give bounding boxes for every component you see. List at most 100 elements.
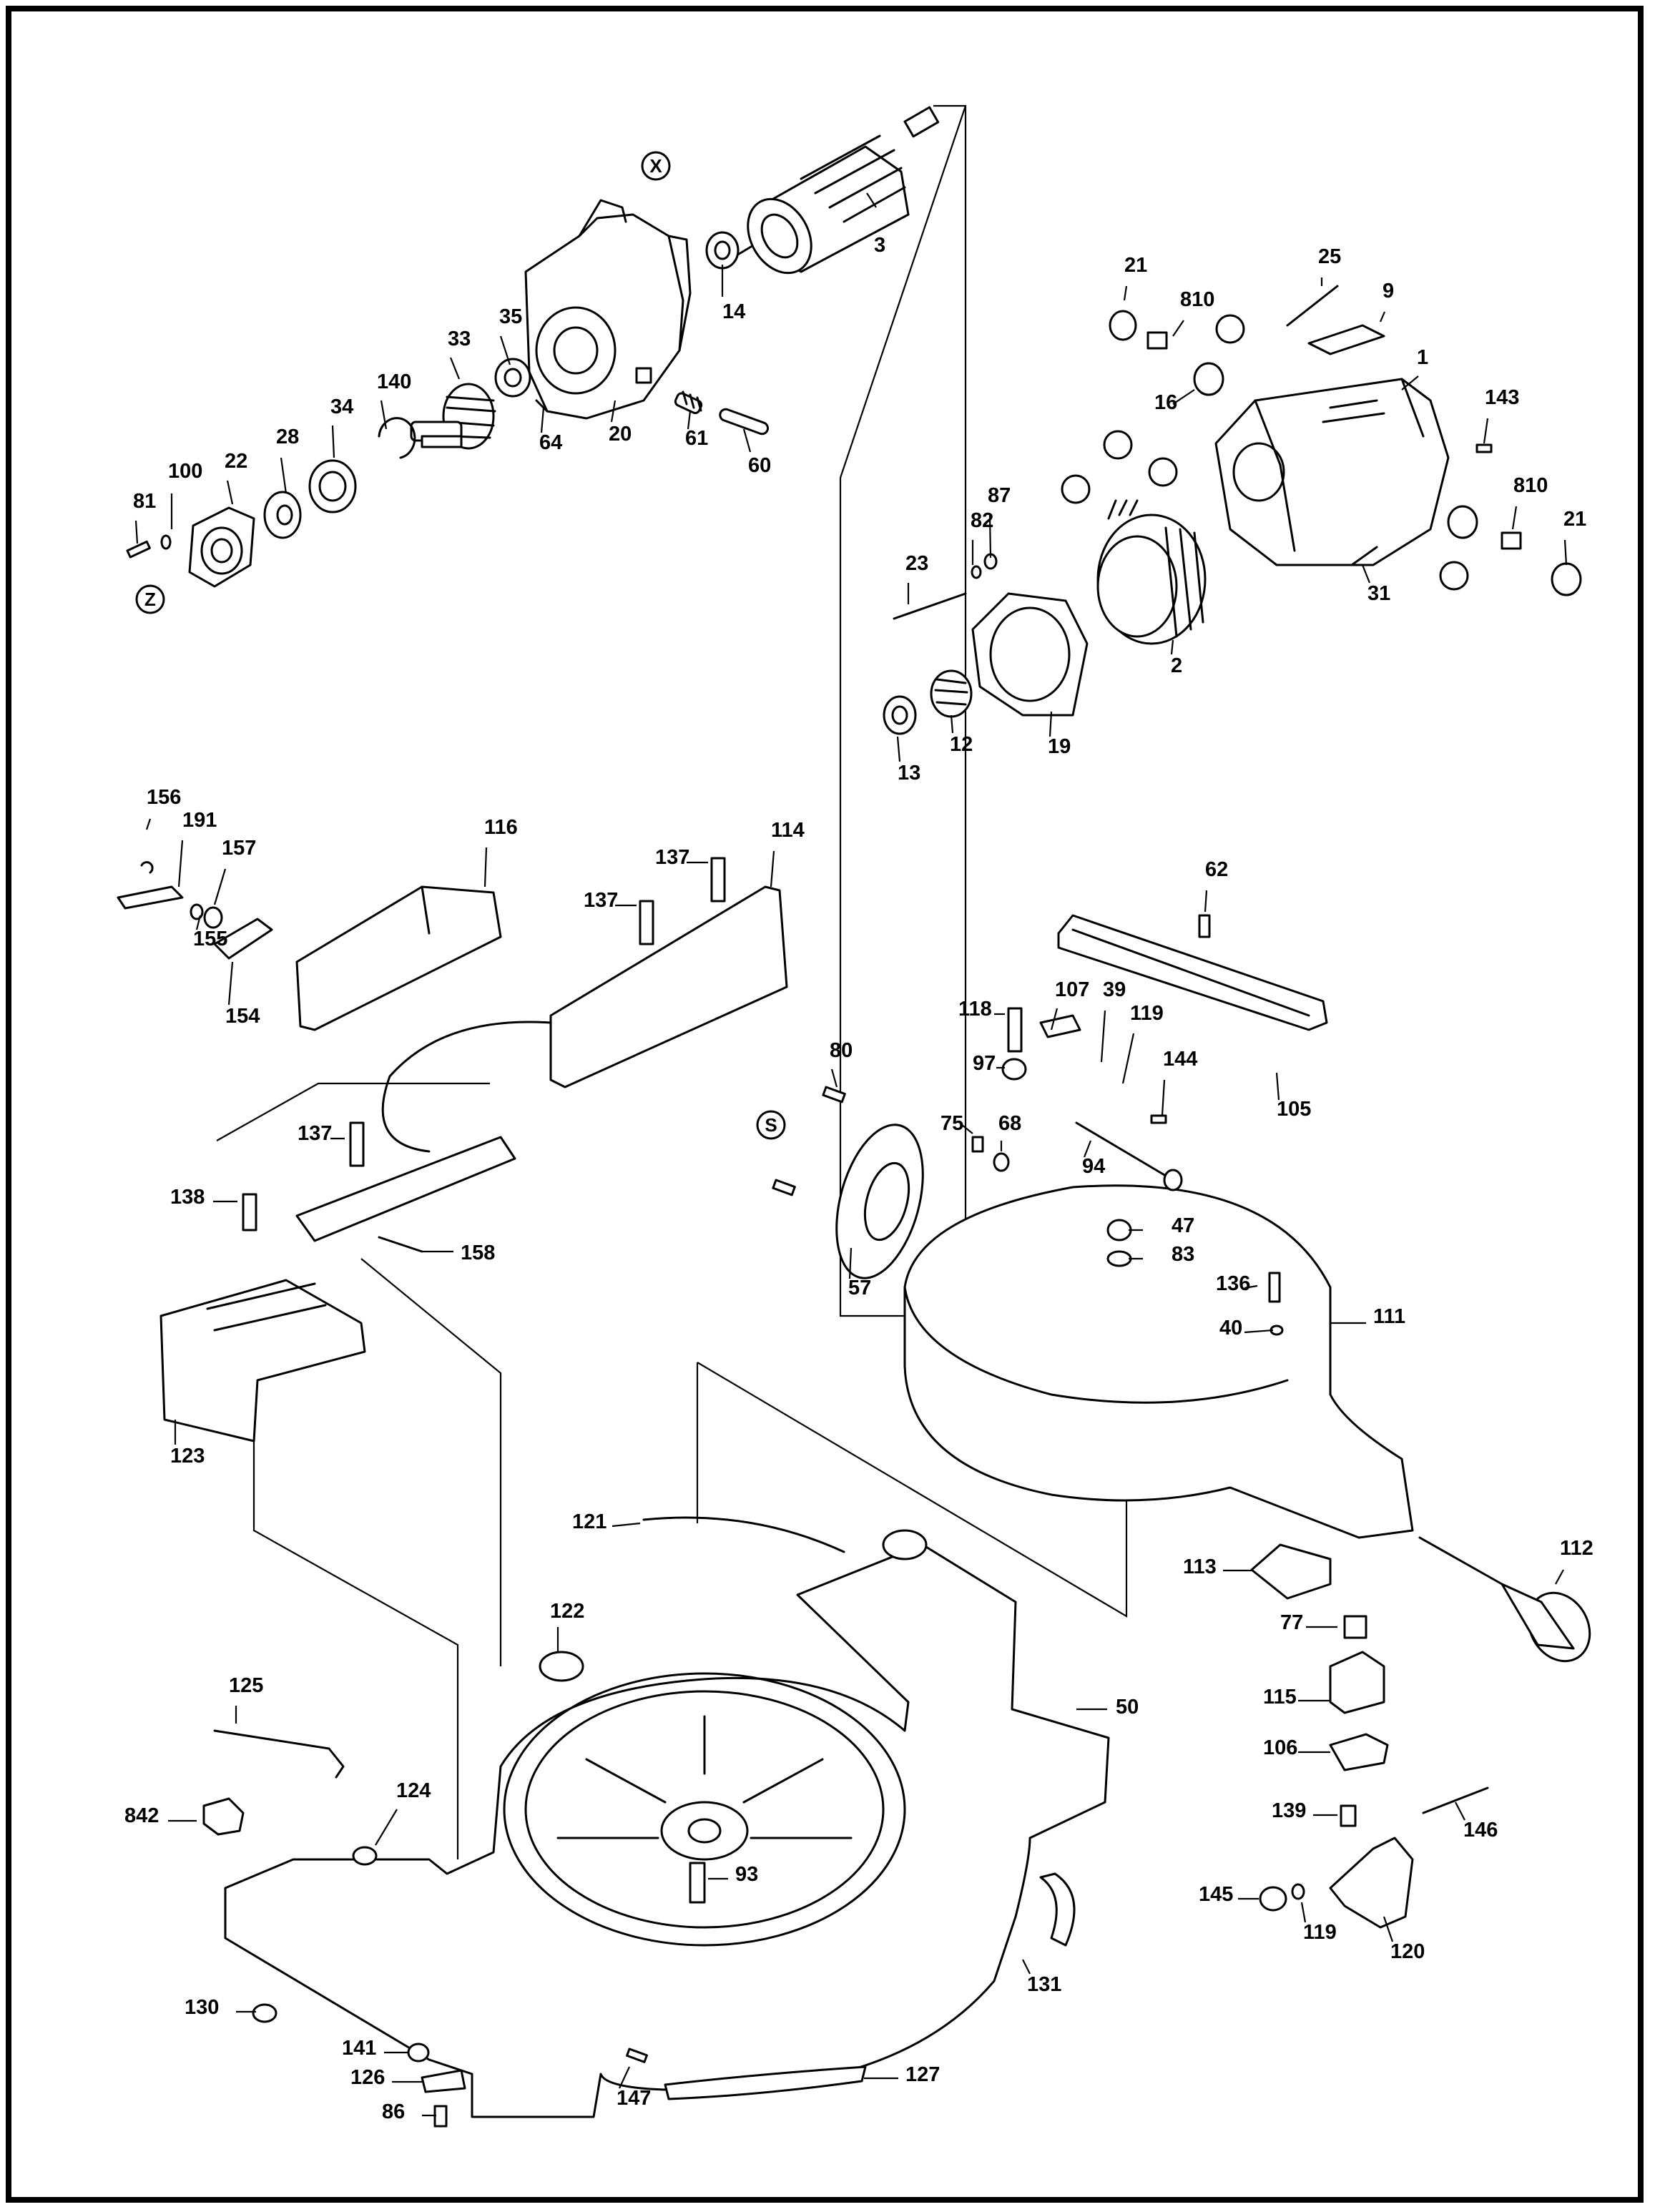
part-label-p127[interactable]: 127 [905, 2063, 940, 2086]
part-label-p156[interactable]: 156 [147, 786, 181, 809]
part-label-p158[interactable]: 158 [461, 1242, 495, 1264]
part-label-p112[interactable]: 112 [1560, 1537, 1593, 1560]
part-label-p146[interactable]: 146 [1463, 1819, 1498, 1842]
part-label-p80[interactable]: 80 [830, 1039, 853, 1062]
part-label-p130[interactable]: 130 [185, 1996, 219, 2019]
part-label-p21b[interactable]: 21 [1563, 508, 1586, 531]
part-label-p100[interactable]: 100 [168, 460, 202, 483]
part-label-p115[interactable]: 115 [1263, 1686, 1297, 1709]
part-label-p157[interactable]: 157 [222, 837, 256, 860]
part-label-p113[interactable]: 113 [1183, 1555, 1217, 1578]
marker-mS[interactable]: S [756, 1110, 786, 1140]
part-label-p33[interactable]: 33 [448, 328, 471, 350]
leader-line-p143 [1483, 418, 1489, 444]
part-label-p114[interactable]: 114 [771, 819, 805, 842]
part-label-p97[interactable]: 97 [973, 1052, 996, 1075]
part-label-p136[interactable]: 136 [1216, 1272, 1250, 1295]
part-label-p21a[interactable]: 21 [1124, 254, 1147, 277]
part-label-p23[interactable]: 23 [905, 552, 928, 575]
part-label-p83[interactable]: 83 [1172, 1243, 1194, 1266]
marker-mY[interactable]: Y [1148, 457, 1178, 487]
part-label-p62[interactable]: 62 [1205, 858, 1228, 881]
part-label-p126[interactable]: 126 [350, 2066, 385, 2089]
marker-mB[interactable]: B [1061, 474, 1091, 504]
part-label-p116[interactable]: 116 [484, 816, 518, 839]
marker-mG[interactable]: G [1103, 430, 1133, 460]
part-label-p138[interactable]: 138 [170, 1186, 205, 1209]
part-label-p35[interactable]: 35 [499, 305, 522, 328]
part-label-p82[interactable]: 82 [971, 509, 993, 532]
part-label-p105[interactable]: 105 [1277, 1098, 1311, 1121]
part-label-p118[interactable]: 118 [958, 998, 992, 1021]
part-label-p137b[interactable]: 137 [584, 889, 618, 912]
part-label-p19[interactable]: 19 [1048, 735, 1071, 758]
part-label-p47[interactable]: 47 [1172, 1214, 1194, 1237]
part-label-p57[interactable]: 57 [848, 1277, 871, 1299]
part-label-p140[interactable]: 140 [377, 370, 411, 393]
part-label-p12[interactable]: 12 [950, 733, 973, 756]
part-label-p50[interactable]: 50 [1116, 1696, 1139, 1719]
part-label-p13[interactable]: 13 [898, 762, 920, 785]
part-label-p40[interactable]: 40 [1219, 1317, 1242, 1340]
part-label-p124[interactable]: 124 [396, 1779, 431, 1802]
part-label-p2[interactable]: 2 [1171, 654, 1182, 677]
part-label-p147[interactable]: 147 [617, 2087, 651, 2110]
marker-text-mX: X [649, 155, 662, 177]
part-label-p9[interactable]: 9 [1383, 280, 1394, 303]
part-label-p119b[interactable]: 119 [1303, 1921, 1337, 1944]
part-label-p93[interactable]: 93 [735, 1863, 758, 1886]
part-label-p137c[interactable]: 137 [298, 1122, 332, 1145]
part-label-p86[interactable]: 86 [382, 2100, 405, 2123]
marker-mR[interactable]: R [1439, 561, 1469, 591]
part-label-p3[interactable]: 3 [874, 234, 885, 257]
part-label-p20[interactable]: 20 [609, 423, 632, 446]
part-label-p154[interactable]: 154 [225, 1005, 260, 1028]
part-label-p34[interactable]: 34 [330, 395, 353, 418]
marker-mW[interactable]: W [1215, 314, 1245, 344]
part-label-p14[interactable]: 14 [722, 300, 745, 323]
part-label-p191[interactable]: 191 [182, 809, 217, 832]
part-label-p122[interactable]: 122 [550, 1600, 584, 1623]
part-label-p106[interactable]: 106 [1263, 1736, 1297, 1759]
part-label-p1[interactable]: 1 [1417, 346, 1428, 369]
part-label-p141[interactable]: 141 [342, 2037, 376, 2060]
part-label-p107[interactable]: 107 [1055, 978, 1089, 1001]
part-label-p64[interactable]: 64 [539, 431, 562, 454]
part-label-p144[interactable]: 144 [1163, 1048, 1197, 1071]
screw-136 [1268, 1272, 1281, 1303]
motor-housing-1 [1214, 378, 1450, 566]
part-label-p94[interactable]: 94 [1082, 1155, 1105, 1178]
part-label-p61[interactable]: 61 [685, 427, 708, 450]
part-label-p155[interactable]: 155 [193, 928, 227, 950]
part-label-p139[interactable]: 139 [1272, 1799, 1306, 1822]
part-label-p75[interactable]: 75 [941, 1112, 963, 1135]
part-label-p16[interactable]: 16 [1154, 391, 1177, 414]
part-label-p111[interactable]: 111 [1373, 1305, 1405, 1328]
part-label-p77[interactable]: 77 [1280, 1611, 1303, 1634]
brush-holder-16 [1193, 362, 1224, 396]
part-label-p145[interactable]: 145 [1199, 1883, 1233, 1906]
part-label-p810b[interactable]: 810 [1513, 474, 1548, 497]
part-label-p119a[interactable]: 119 [1130, 1002, 1164, 1025]
marker-mZ[interactable]: Z [135, 584, 165, 614]
part-label-p137a[interactable]: 137 [655, 846, 689, 869]
part-label-p120[interactable]: 120 [1390, 1940, 1425, 1963]
part-label-p39[interactable]: 39 [1103, 978, 1126, 1001]
part-label-p842[interactable]: 842 [124, 1804, 159, 1827]
part-label-p60[interactable]: 60 [748, 454, 771, 477]
part-label-p123[interactable]: 123 [170, 1445, 205, 1468]
marker-mX[interactable]: X [641, 151, 671, 181]
part-label-p68[interactable]: 68 [998, 1112, 1021, 1135]
part-label-p131[interactable]: 131 [1027, 1973, 1061, 1996]
part-label-p81[interactable]: 81 [133, 490, 156, 513]
part-label-p25[interactable]: 25 [1318, 245, 1341, 268]
part-label-p810a[interactable]: 810 [1180, 288, 1214, 311]
part-label-p28[interactable]: 28 [276, 426, 299, 448]
part-label-p87[interactable]: 87 [988, 484, 1011, 507]
part-label-p31[interactable]: 31 [1367, 582, 1390, 605]
part-label-p121[interactable]: 121 [572, 1510, 606, 1533]
leader-line-p144 [1161, 1079, 1166, 1116]
part-label-p22[interactable]: 22 [225, 450, 247, 473]
part-label-p125[interactable]: 125 [229, 1674, 263, 1697]
part-label-p143[interactable]: 143 [1485, 386, 1519, 409]
